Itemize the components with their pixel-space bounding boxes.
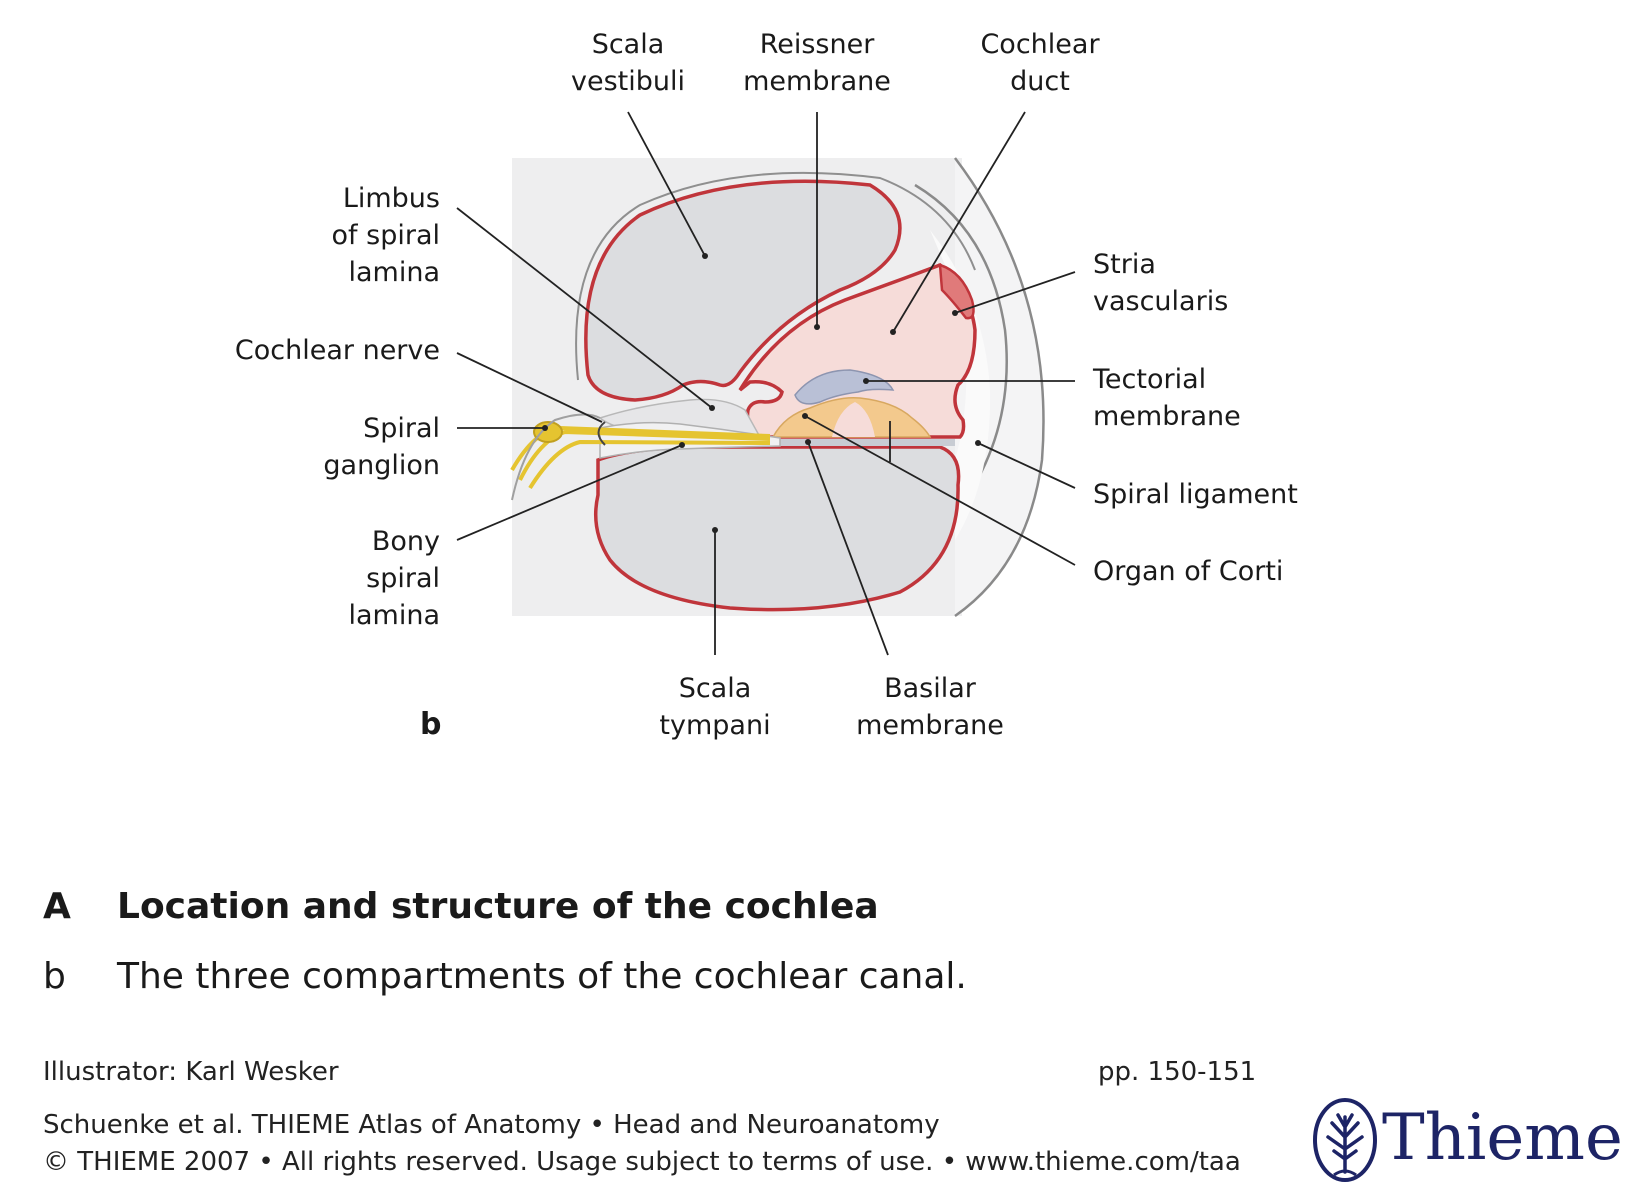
leader-bony-lamina bbox=[456, 444, 683, 541]
label-scala-tympani: Scala tympani bbox=[640, 670, 790, 744]
dot bbox=[802, 413, 808, 419]
label-line: Spiral ligament bbox=[1093, 479, 1298, 510]
label-line: lamina bbox=[348, 257, 440, 288]
leader-scala-vestibuli bbox=[627, 111, 706, 257]
label-line: vascularis bbox=[1093, 286, 1229, 317]
label-spiral-ligament: Spiral ligament bbox=[1093, 476, 1353, 513]
label-organ-of-corti: Organ of Corti bbox=[1093, 553, 1353, 590]
leader-lines bbox=[456, 111, 1076, 656]
label-limbus: Limbus of spiral lamina bbox=[240, 180, 440, 291]
caption-panel-text: The three compartments of the cochlear c… bbox=[117, 956, 967, 997]
spiral-ganglion-shape bbox=[533, 421, 563, 443]
label-line: Organ of Corti bbox=[1093, 556, 1284, 587]
dot bbox=[712, 527, 718, 533]
dot bbox=[702, 253, 708, 259]
dot bbox=[542, 425, 548, 431]
label-line: Cochlear nerve bbox=[234, 335, 440, 366]
label-line: lamina bbox=[348, 600, 440, 631]
figure-title: Location and structure of the cochlea bbox=[117, 886, 879, 927]
label-basilar-membrane: Basilar membrane bbox=[840, 670, 1020, 744]
label-line: membrane bbox=[743, 66, 891, 97]
label-spiral-ganglion: Spiral ganglion bbox=[240, 410, 440, 484]
page-reference: pp. 150-151 bbox=[1098, 1057, 1257, 1087]
dot bbox=[890, 329, 896, 335]
label-line: vestibuli bbox=[571, 66, 685, 97]
panel-letter: b bbox=[420, 707, 442, 742]
tree-logo-icon bbox=[1313, 1098, 1377, 1182]
dot bbox=[975, 440, 981, 446]
label-line: tympani bbox=[659, 710, 771, 741]
leader-cochlear-nerve bbox=[456, 352, 603, 423]
label-line: membrane bbox=[856, 710, 1004, 741]
scala-vestibuli-shape bbox=[584, 179, 902, 402]
label-line: membrane bbox=[1093, 401, 1241, 432]
tunnel-of-corti bbox=[832, 402, 875, 437]
figure-letter: A bbox=[43, 886, 71, 927]
label-line: Scala bbox=[591, 29, 665, 60]
illustrator-credit: Illustrator: Karl Wesker bbox=[43, 1057, 339, 1087]
dot bbox=[814, 324, 820, 330]
rosenthal-canal bbox=[597, 421, 606, 446]
publisher-logo: Thieme bbox=[1312, 1095, 1632, 1185]
label-line: Limbus bbox=[342, 183, 440, 214]
label-line: of spiral bbox=[331, 220, 440, 251]
leader-dots bbox=[542, 253, 981, 533]
leader-cochlear-duct bbox=[892, 111, 1026, 333]
tectorial-membrane-shape bbox=[794, 369, 895, 405]
dot bbox=[709, 405, 715, 411]
label-line: Spiral bbox=[363, 413, 440, 444]
label-cochlear-duct: Cochlear duct bbox=[955, 26, 1125, 100]
label-stria-vascularis: Stria vascularis bbox=[1093, 246, 1313, 320]
dot bbox=[805, 439, 811, 445]
stria-vascularis-shape bbox=[938, 263, 975, 320]
label-line: Bony bbox=[371, 526, 440, 557]
leader-spiral-ligament bbox=[977, 442, 1076, 489]
outer-wall-line bbox=[954, 157, 1045, 618]
label-bony-spiral-lamina: Bony spiral lamina bbox=[240, 523, 440, 634]
copyright-notice: © THIEME 2007 • All rights reserved. Usa… bbox=[43, 1147, 1241, 1177]
dot bbox=[863, 378, 869, 384]
scala-vestibuli-outline bbox=[575, 171, 976, 381]
leader-corti bbox=[804, 415, 1076, 566]
leader-basilar bbox=[807, 441, 889, 656]
label-tectorial-membrane: Tectorial membrane bbox=[1093, 361, 1313, 435]
label-line: Scala bbox=[678, 673, 752, 704]
label-line: Stria bbox=[1093, 249, 1156, 280]
label-line: Reissner bbox=[759, 29, 875, 60]
label-line: Cochlear bbox=[980, 29, 1100, 60]
label-line: ganglion bbox=[323, 450, 440, 481]
outer-bone-field bbox=[955, 158, 1044, 616]
scala-tympani-shape bbox=[594, 445, 961, 612]
dot bbox=[952, 310, 958, 316]
label-scala-vestibuli: Scala vestibuli bbox=[548, 26, 708, 100]
spiral-ligament-shape bbox=[930, 230, 991, 540]
caption-panel-letter: b bbox=[43, 956, 66, 997]
label-line: Basilar bbox=[884, 673, 976, 704]
leader-limbus bbox=[456, 207, 713, 409]
label-line: duct bbox=[1010, 66, 1070, 97]
label-cochlear-nerve: Cochlear nerve bbox=[180, 332, 440, 369]
source-citation: Schuenke et al. THIEME Atlas of Anatomy … bbox=[43, 1110, 940, 1140]
dot bbox=[679, 442, 685, 448]
publisher-name: Thieme bbox=[1382, 1101, 1623, 1175]
label-line: Tectorial bbox=[1093, 364, 1207, 395]
label-line: spiral bbox=[366, 563, 440, 594]
label-reissner-membrane: Reissner membrane bbox=[727, 26, 907, 100]
leader-stria bbox=[954, 271, 1076, 314]
